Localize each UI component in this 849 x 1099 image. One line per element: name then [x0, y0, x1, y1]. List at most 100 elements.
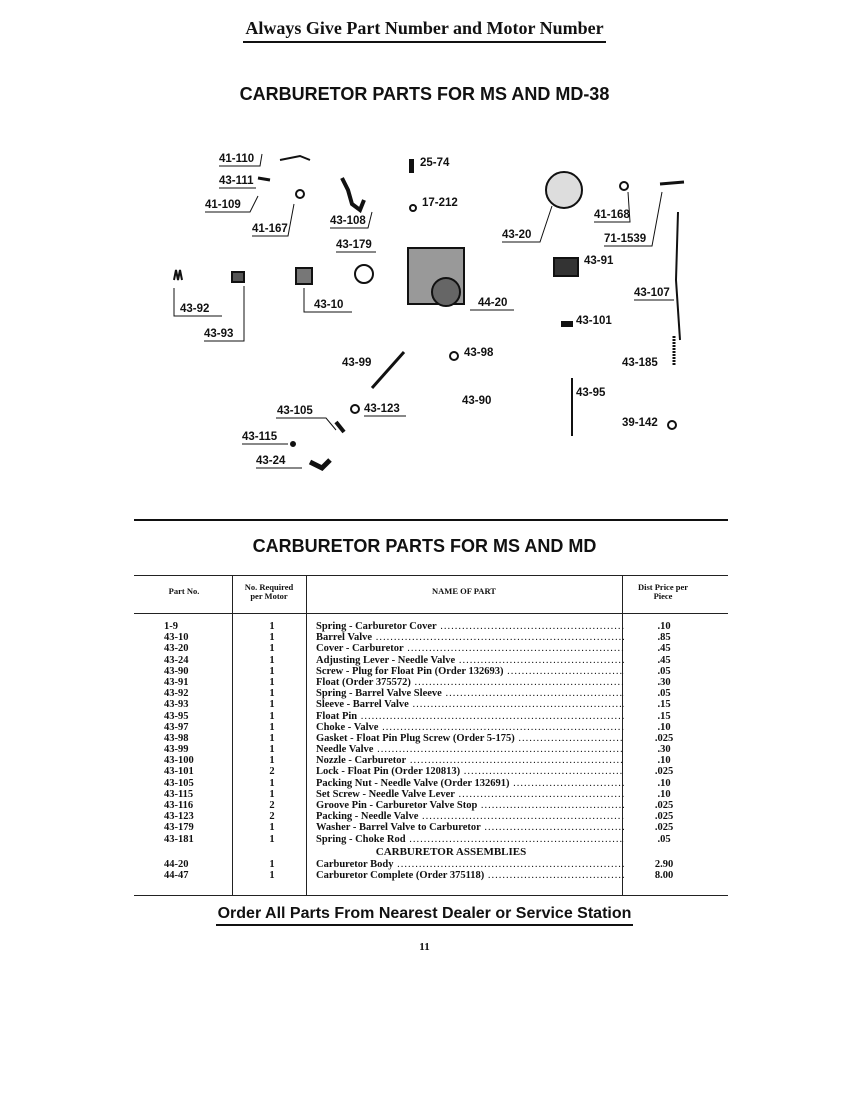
qty-cell: 1	[269, 732, 275, 744]
label-43-93: 43-93	[204, 328, 233, 340]
label-43-92: 43-92	[180, 303, 209, 315]
part-number-cell: 43-101	[164, 766, 194, 778]
label-17-212: 17-212	[422, 197, 458, 209]
label-43-10: 43-10	[314, 299, 343, 311]
part-labels: 41-110 43-111 41-109 41-167 43-108 25-74…	[180, 153, 670, 467]
part-43-115-drawing	[290, 441, 296, 447]
label-41-168: 41-168	[594, 209, 630, 221]
qty-cell: 1	[269, 777, 275, 789]
price-cell: .10	[657, 777, 671, 789]
part-name-cell: Spring - Choke Rod	[316, 834, 624, 845]
price-cell: .15	[657, 699, 671, 711]
part-43-105-drawing	[334, 420, 346, 434]
price-cell: .10	[657, 621, 671, 632]
part-43-123-drawing	[350, 404, 360, 414]
part-number-cell: 43-123	[164, 811, 194, 823]
price-cell: .05	[657, 665, 671, 677]
part-43-93-drawing	[231, 271, 245, 283]
part-name-cell: Groove Pin - Carburetor Valve Stop	[316, 800, 624, 811]
part-number-cell: 43-95	[164, 710, 189, 722]
diagram-title: CARBURETOR PARTS FOR MS AND MD-38	[239, 84, 610, 104]
price-cell: .30	[657, 676, 671, 688]
table-row: 43-105 1 Packing Nut - Needle Valve (Order…	[134, 778, 728, 789]
part-43-179-drawing	[354, 264, 374, 284]
part-17-212-drawing	[409, 204, 417, 212]
part-drawings	[173, 154, 685, 472]
part-number-cell: 43-93	[164, 699, 189, 711]
part-name-cell: Cover - Carburetor	[316, 643, 624, 654]
label-25-74: 25-74	[420, 157, 450, 169]
label-43-107: 43-107	[634, 287, 670, 299]
part-name-cell: Adjusting Lever - Needle Valve	[316, 655, 624, 666]
part-number-cell: 43-98	[164, 732, 189, 744]
price-cell: .15	[657, 710, 671, 722]
header-text: Always Give Part Number and Motor Number	[243, 18, 606, 43]
part-name-cell: Spring - Barrel Valve Sleeve	[316, 688, 624, 699]
qty-cell: 1	[269, 665, 275, 677]
part-39-142-drawing	[667, 420, 677, 430]
part-43-101-drawing	[561, 321, 573, 327]
part-name-cell: Packing Nut - Needle Valve (Order 132691…	[316, 778, 624, 789]
table-title: CARBURETOR PARTS FOR MS AND MD	[252, 536, 597, 556]
label-43-99: 43-99	[342, 357, 371, 369]
label-41-109: 41-109	[205, 199, 241, 211]
part-43-10-drawing	[295, 267, 313, 285]
part-number-cell: 43-90	[164, 665, 189, 677]
part-number-cell: 43-179	[164, 822, 194, 834]
label-39-142: 39-142	[622, 417, 658, 429]
part-name-cell: Washer - Barrel Valve to Carburetor	[316, 822, 624, 833]
price-cell: .10	[657, 755, 671, 767]
part-name-cell: Gasket - Float Pin Plug Screw (Order 5-1…	[316, 733, 624, 744]
table-row: 43-179 1 Washer - Barrel Valve to Carburet…	[134, 822, 728, 833]
assemblies-heading: CARBURETOR ASSEMBLIES	[375, 845, 527, 858]
part-name-cell: Nozzle - Carburetor	[316, 755, 624, 766]
label-43-20: 43-20	[502, 229, 531, 241]
label-43-123: 43-123	[364, 403, 400, 415]
label-43-179: 43-179	[336, 239, 372, 251]
section-divider	[134, 519, 728, 521]
part-name-cell: Lock - Float Pin (Order 120813)	[316, 766, 624, 777]
label-43-105: 43-105	[277, 405, 313, 417]
label-43-108: 43-108	[330, 215, 366, 227]
header-price: Dist Price per Piece	[637, 582, 689, 601]
qty-cell: 1	[269, 755, 275, 767]
part-number-cell: 43-105	[164, 777, 194, 789]
label-43-111: 43-111	[219, 175, 254, 187]
price-cell: .05	[657, 833, 671, 845]
part-name-cell: Float (Order 375572)	[316, 677, 624, 688]
price-cell: .45	[657, 654, 671, 666]
qty-cell: 1	[269, 833, 275, 845]
qty-cell: 2	[269, 800, 275, 811]
part-71-1539-drawing	[659, 180, 685, 186]
part-number-cell: 43-115	[164, 788, 194, 800]
part-41-109-drawing	[295, 189, 305, 199]
part-name-cell: Packing - Needle Valve	[316, 811, 624, 822]
part-43-92-drawing	[173, 269, 183, 281]
label-43-95: 43-95	[576, 387, 606, 399]
part-41-168-drawing	[619, 181, 629, 191]
table-header-rule	[134, 613, 728, 614]
price-cell: .05	[657, 688, 671, 700]
header-qty: No. Required per Motor	[244, 582, 294, 601]
price-cell: .025	[654, 811, 674, 823]
part-name-cell: Carburetor Body	[316, 859, 624, 870]
price-cell: .025	[654, 732, 674, 744]
table-bottom-rule	[134, 895, 728, 896]
table-col-divider-2	[306, 575, 307, 895]
part-43-24-drawing	[308, 458, 332, 472]
part-43-108-drawing	[340, 177, 366, 214]
part-25-74-drawing	[409, 159, 414, 173]
qty-cell: 1	[269, 822, 275, 834]
